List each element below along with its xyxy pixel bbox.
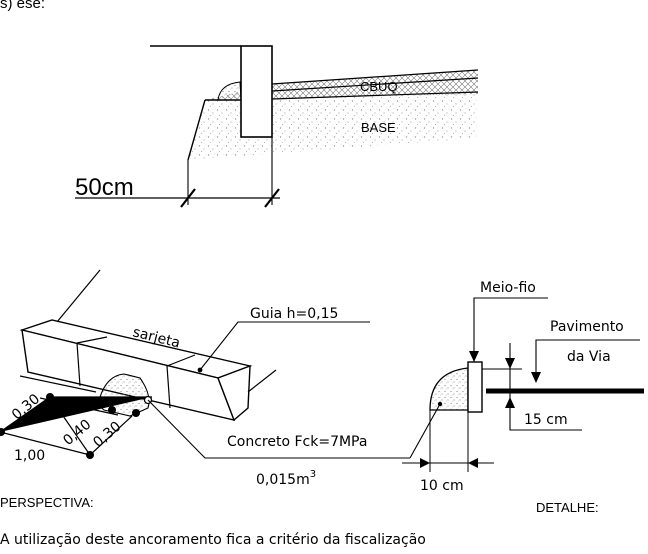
cross-section: CBUQ BASE 50cm [75, 45, 479, 208]
perspectiva-caption: PERSPECTIVA: [0, 495, 94, 510]
cbuq-layer [205, 70, 478, 100]
perspective-view: sarjeta Guia h=0,15 0,30 0,40 0,30 1,00 … [0, 269, 410, 510]
header-fragment: s) ese: [0, 0, 45, 12]
base-layer [188, 94, 478, 160]
dim-total-label: 1,00 [14, 448, 45, 464]
detail-curb-block [467, 361, 483, 413]
width-dimension-label: 50cm [75, 174, 134, 201]
cbuq-label: CBUQ [360, 79, 398, 94]
detail-view: Meio-fio Pavimento da Via 15 cm 10 cm DE… [402, 280, 644, 515]
meio-fio-label: Meio-fio [480, 280, 536, 296]
gutter-bump [217, 81, 242, 101]
volume-label: 0,015m3 [256, 469, 316, 488]
da-via-label: da Via [567, 349, 611, 365]
pavimento-label: Pavimento [550, 319, 624, 335]
guia-label: Guia h=0,15 [250, 306, 338, 322]
base-label: BASE [361, 120, 396, 135]
concreto-label: Concreto Fck=7MPa [227, 434, 367, 450]
dim-15-label: 15 cm [524, 412, 568, 428]
detail-curb-shape [429, 367, 469, 411]
dim-b-label: 0,40 [60, 417, 94, 449]
curb-block [240, 45, 273, 138]
dim-10-label: 10 cm [420, 478, 464, 494]
detalhe-caption: DETALHE: [536, 500, 599, 515]
footer-note: A utilização deste ancoramento fica a cr… [0, 532, 426, 548]
dim-c-label: 0,30 [90, 419, 124, 451]
